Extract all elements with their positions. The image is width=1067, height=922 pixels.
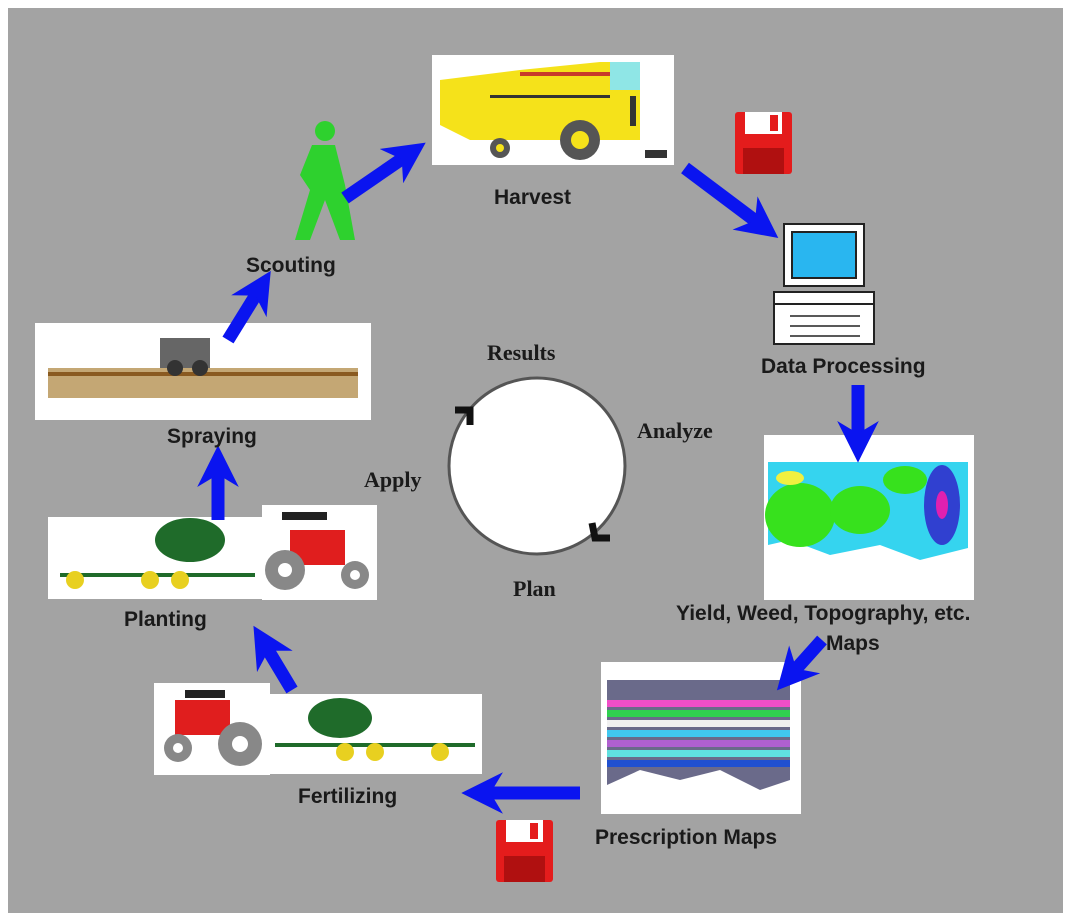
combine-harvester-image (432, 55, 674, 165)
label-prescription-maps: Prescription Maps (595, 826, 778, 849)
scout-person-icon (295, 121, 355, 240)
cycle-arrow-marker-bottom (588, 522, 610, 542)
label-scouting: Scouting (246, 254, 336, 277)
spraying-photo-image (35, 323, 371, 420)
cycle-circle (447, 376, 627, 556)
label-maps-line2: Maps (826, 632, 880, 655)
label-apply: Apply (364, 467, 422, 492)
label-planting: Planting (124, 608, 207, 631)
label-maps-line1: Yield, Weed, Topography, etc. (676, 602, 971, 625)
label-harvest: Harvest (494, 186, 572, 209)
arrow-yield-map-to-prescription-map (776, 635, 827, 691)
planting-machinery-image (48, 505, 377, 600)
label-results: Results (487, 340, 556, 365)
floppy-disk-icon (496, 820, 553, 882)
fertilizing-machinery-image (154, 683, 482, 775)
label-spraying: Spraying (167, 425, 257, 448)
yield-map-image (764, 435, 974, 600)
arrow-spraying-to-scouting (222, 270, 271, 344)
label-plan: Plan (513, 576, 556, 601)
label-data-processing: Data Processing (761, 355, 926, 378)
arrow-fertilizing-to-planting (253, 625, 298, 694)
arrow-harvest-to-data-processing (681, 162, 779, 238)
floppy-disk-icon (735, 112, 792, 174)
computer-icon (773, 223, 875, 345)
cycle-arrow-marker-top (455, 406, 474, 425)
arrow-scouting-to-harvest (341, 142, 426, 204)
label-fertilizing: Fertilizing (298, 785, 398, 808)
label-analyze: Analyze (637, 418, 713, 443)
prescription-map-image (601, 662, 801, 814)
